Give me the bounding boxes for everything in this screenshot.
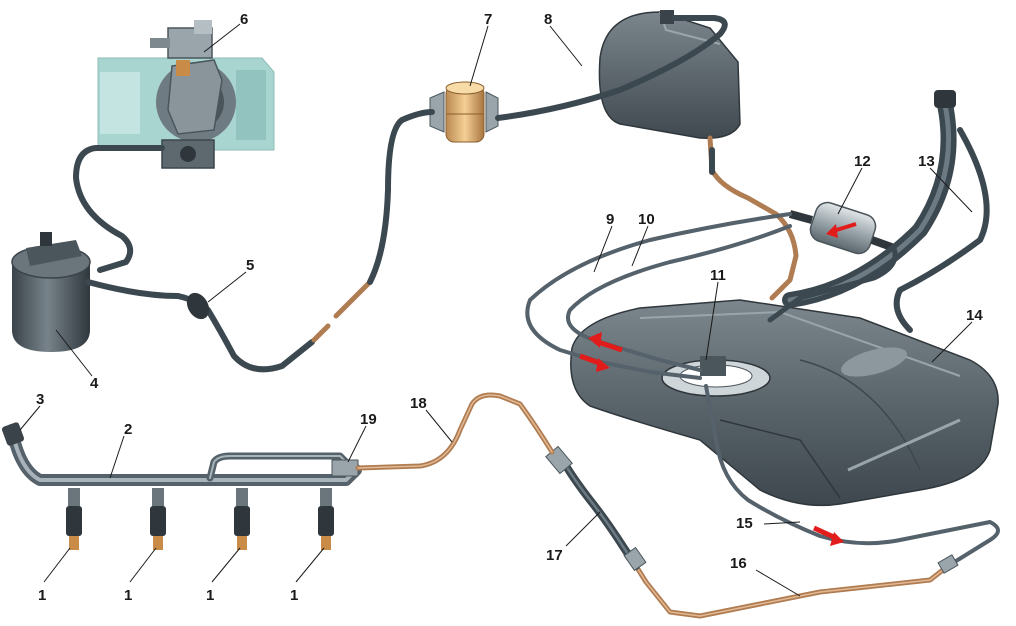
label-fuel-tank: 14 xyxy=(966,307,983,324)
label-line-10: 10 xyxy=(638,211,655,228)
filter-outlet-hose xyxy=(767,245,898,323)
vapor-hose-valve-reservoir xyxy=(495,15,728,121)
label-rail-connector: 3 xyxy=(36,391,44,408)
carbon-canister xyxy=(11,232,91,352)
label-fuel-filter: 12 xyxy=(854,153,871,170)
fuel-filter xyxy=(788,201,896,255)
separator-tank xyxy=(598,10,741,139)
line-15 xyxy=(704,384,1000,568)
flow-arrows-tank xyxy=(579,332,623,372)
label-filler-neck: 13 xyxy=(918,153,935,170)
label-line-16: 16 xyxy=(730,555,747,572)
label-injector-1: 1 xyxy=(38,587,46,604)
label-rail-fitting: 19 xyxy=(360,411,377,428)
fuel-tank xyxy=(570,299,999,507)
fuel-line-10 xyxy=(566,224,792,372)
leader-lines xyxy=(19,23,973,597)
label-throttle-body: 6 xyxy=(240,11,248,28)
label-injector-2: 1 xyxy=(124,587,132,604)
throttle-body xyxy=(97,20,275,169)
label-injector-3: 1 xyxy=(206,587,214,604)
reservoir-drain-pipe xyxy=(707,135,799,301)
label-purge-valve: 7 xyxy=(484,11,492,28)
label-line-18: 18 xyxy=(410,395,427,412)
injectors xyxy=(66,488,334,550)
label-canister: 4 xyxy=(90,375,99,392)
label-separator: 8 xyxy=(544,11,552,28)
label-injector-4: 1 xyxy=(290,587,298,604)
line-18 xyxy=(355,392,555,471)
check-valve xyxy=(186,292,210,320)
label-line-15: 15 xyxy=(736,515,753,532)
label-fuel-rail: 2 xyxy=(124,421,132,438)
callout-labels: 1 1 1 1 2 3 4 5 6 7 8 9 10 11 12 13 14 1… xyxy=(36,11,983,604)
vapor-hose-throttle-canister xyxy=(73,145,165,273)
label-line-9: 9 xyxy=(606,211,614,228)
label-check-valve: 5 xyxy=(246,257,254,274)
label-line-17: 17 xyxy=(546,547,563,564)
rail-fitting xyxy=(331,459,359,477)
purge-valve xyxy=(429,81,499,143)
fuel-line-9 xyxy=(525,212,792,380)
vapor-hose-to-valve xyxy=(367,109,435,285)
label-pump-module: 11 xyxy=(710,267,726,284)
flow-arrow-15 xyxy=(812,525,844,546)
fuel-rail xyxy=(1,422,362,486)
